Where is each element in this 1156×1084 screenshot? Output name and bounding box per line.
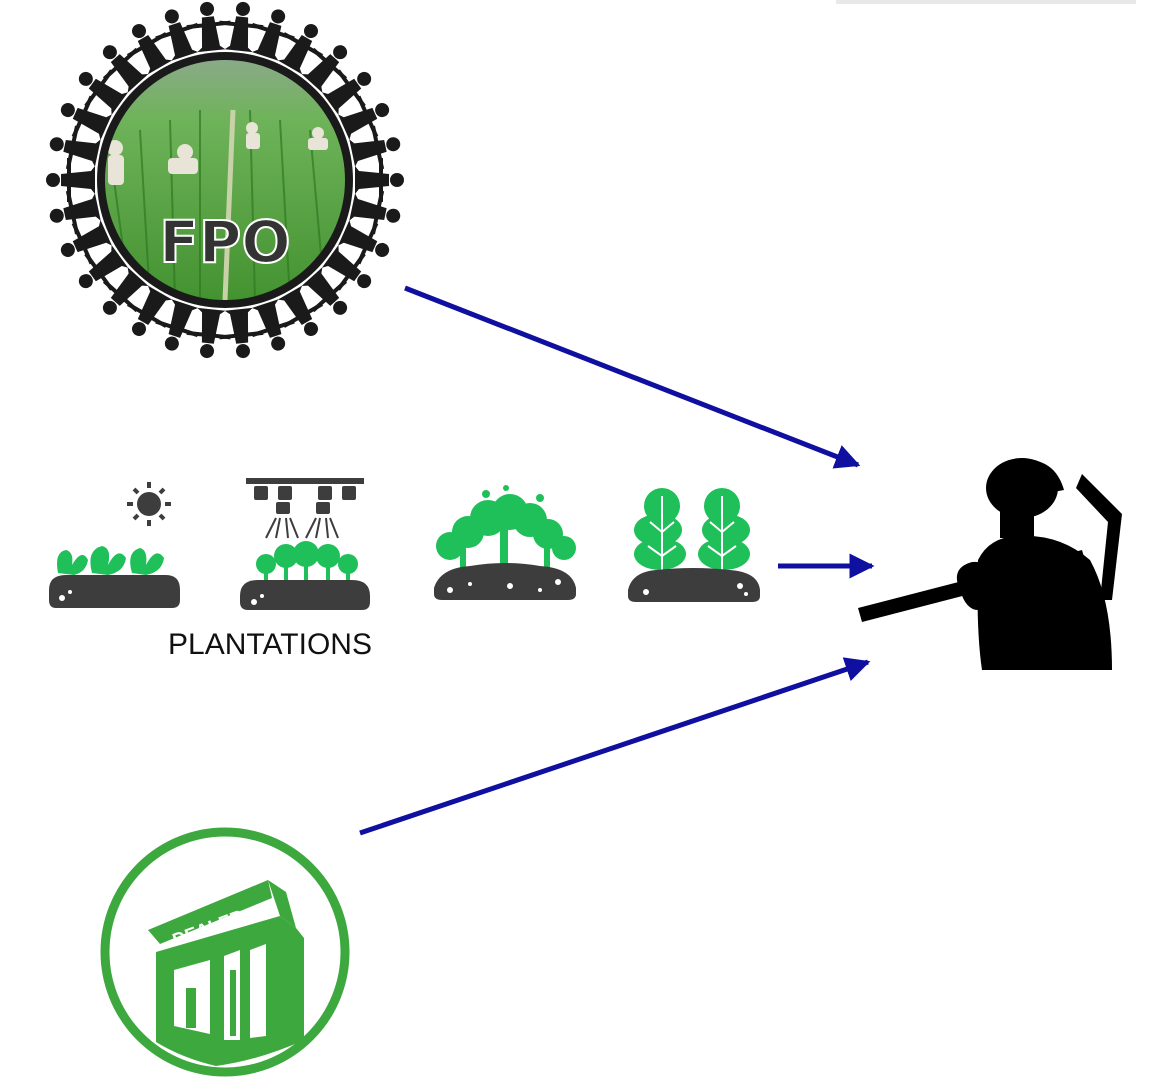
- fpo-label: FPO: [159, 208, 290, 276]
- plantations-label: PLANTATIONS: [120, 628, 420, 662]
- seedling-sun-icon: [46, 480, 182, 610]
- tree-crop-icon: [626, 482, 762, 604]
- ring-person-icon: [184, 0, 233, 53]
- sprinkler-seedling-icon: [236, 478, 374, 612]
- bush-icon: [430, 484, 580, 604]
- ring-person-icon: [217, 307, 266, 360]
- farmer-silhouette-icon: [850, 450, 1130, 680]
- arrow-dealer-to-farmer: [360, 662, 868, 833]
- arrow-fpo-to-farmer: [405, 288, 858, 465]
- dealer-logo: DEALER: [90, 820, 360, 1080]
- fpo-logo: FPO: [40, 0, 410, 360]
- plantations-stages: [40, 470, 780, 620]
